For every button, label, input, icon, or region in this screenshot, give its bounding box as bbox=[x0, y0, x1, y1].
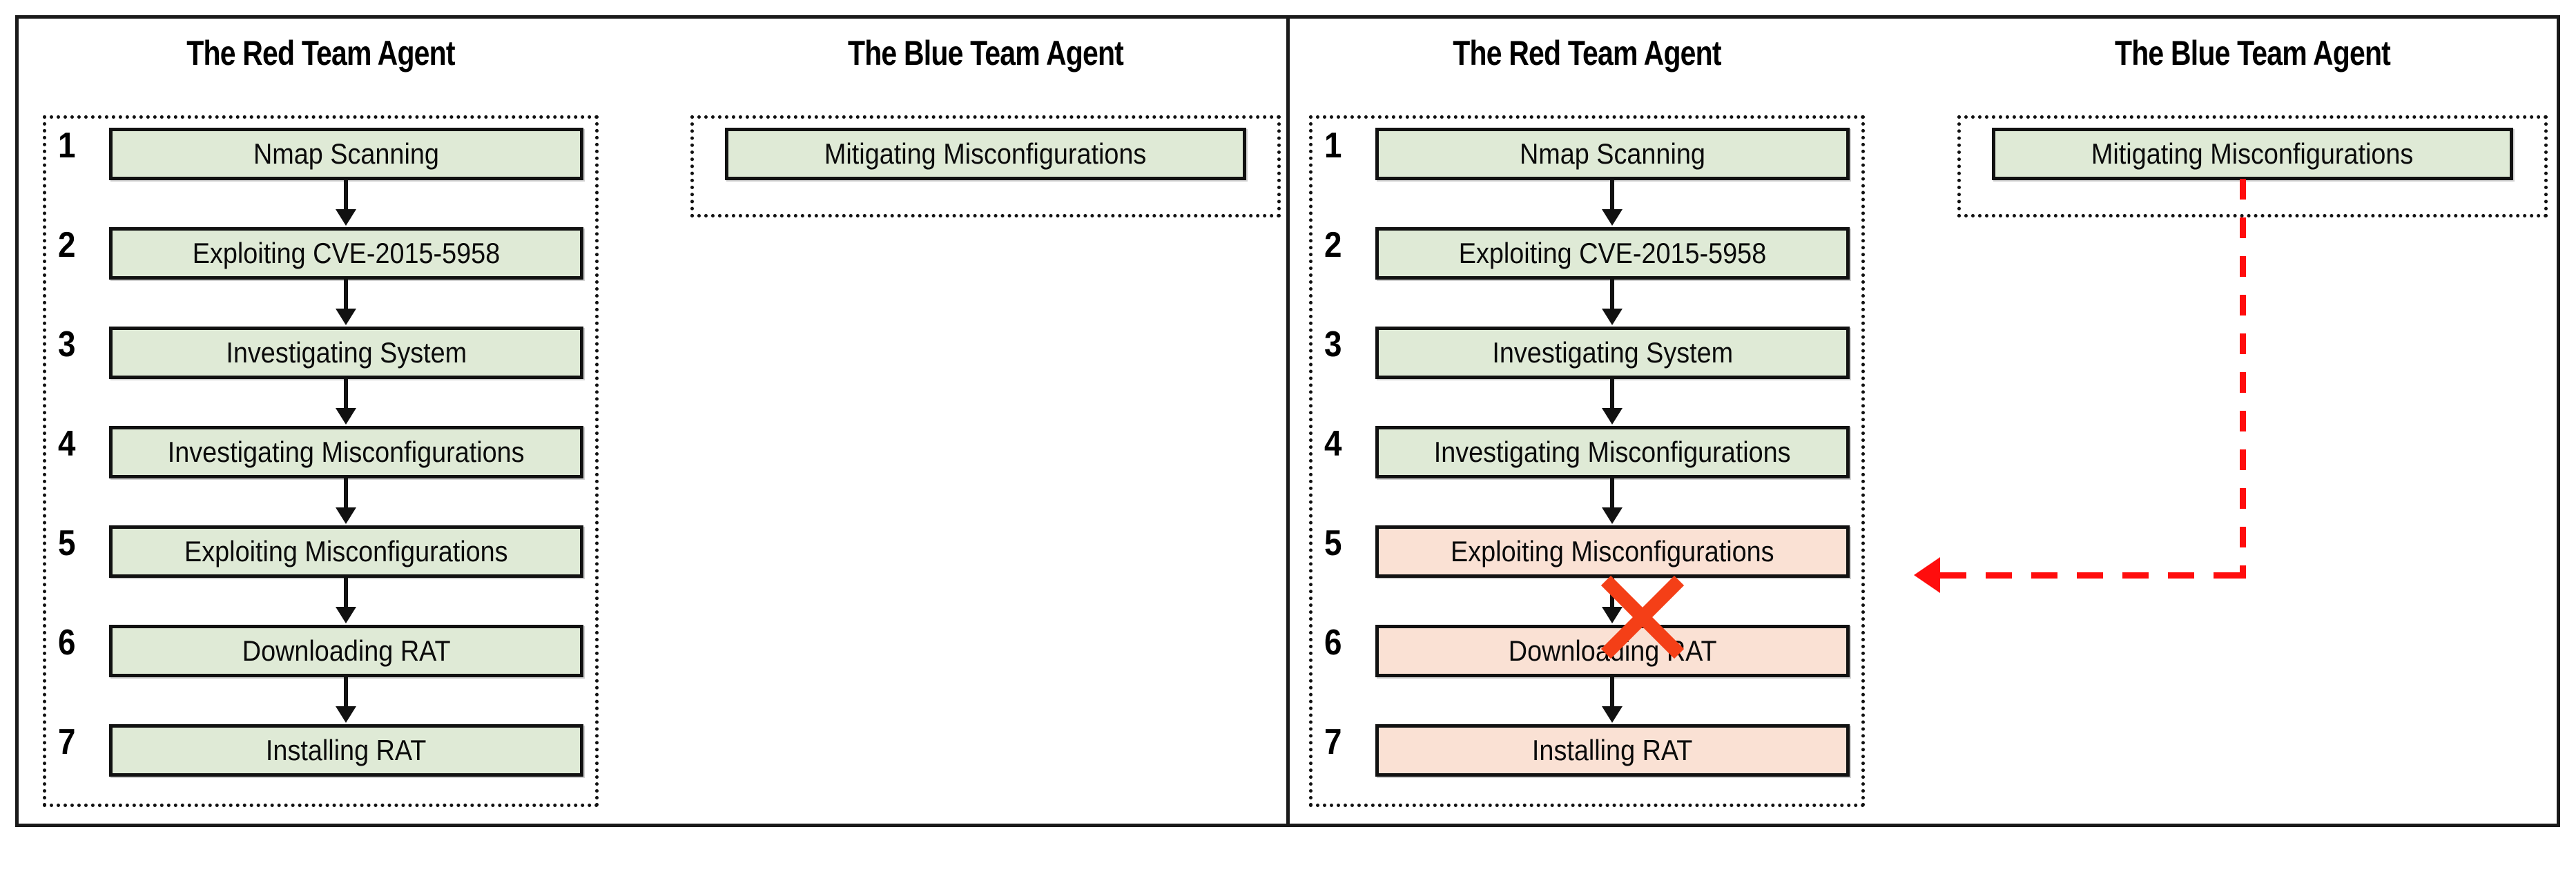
left-red-step-node-1[interactable]: Nmap Scanning bbox=[109, 128, 583, 180]
right-step-number-2: 2 bbox=[1324, 225, 1342, 265]
mitigation-path-vertical bbox=[2240, 179, 2246, 576]
right-red-step-node-7[interactable]: Installing RAT bbox=[1375, 724, 1850, 777]
right-step-number-1: 1 bbox=[1324, 126, 1342, 166]
right-flow-arrowhead-1-2 bbox=[1602, 209, 1623, 226]
left-flow-arrow-5-6 bbox=[344, 578, 348, 610]
left-red-step-node-6[interactable]: Downloading RAT bbox=[109, 625, 583, 677]
left-step-number-2: 2 bbox=[58, 225, 76, 265]
right-step-number-5: 5 bbox=[1324, 523, 1342, 563]
left-red-step-label-1: Nmap Scanning bbox=[253, 137, 439, 170]
left-step-number-4: 4 bbox=[58, 424, 76, 464]
right-flow-arrow-4-5 bbox=[1610, 478, 1614, 510]
right-flow-arrowhead-2-3 bbox=[1602, 309, 1623, 325]
mitigation-path-horizontal bbox=[1940, 572, 2244, 579]
left-red-step-node-7[interactable]: Installing RAT bbox=[109, 724, 583, 777]
left-blue-team-container bbox=[690, 115, 1281, 217]
left-red-team-container bbox=[43, 115, 599, 807]
right-red-step-label-3: Investigating System bbox=[1492, 336, 1733, 369]
left-flow-arrow-2-3 bbox=[344, 280, 348, 311]
right-red-step-node-5[interactable]: Exploiting Misconfigurations bbox=[1375, 525, 1850, 578]
left-flow-arrow-1-2 bbox=[344, 180, 348, 212]
left-step-number-6: 6 bbox=[58, 623, 76, 663]
right-step-number-7: 7 bbox=[1324, 722, 1342, 762]
right-step-number-6: 6 bbox=[1324, 623, 1342, 663]
right-flow-arrow-1-2 bbox=[1610, 180, 1614, 212]
left-red-team-title: The Red Team Agent bbox=[186, 34, 455, 72]
left-blue-step-label-1: Mitigating Misconfigurations bbox=[824, 137, 1147, 170]
right-blue-step-label-1: Mitigating Misconfigurations bbox=[2091, 137, 2414, 170]
right-step-number-4: 4 bbox=[1324, 424, 1342, 464]
right-red-step-label-7: Installing RAT bbox=[1532, 734, 1693, 766]
panel-divider bbox=[1286, 15, 1290, 827]
left-red-step-label-3: Investigating System bbox=[226, 336, 467, 369]
left-red-step-node-5[interactable]: Exploiting Misconfigurations bbox=[109, 525, 583, 578]
left-step-number-7: 7 bbox=[58, 722, 76, 762]
blocked-transition-x-icon bbox=[1600, 574, 1686, 661]
right-red-step-label-5: Exploiting Misconfigurations bbox=[1451, 535, 1774, 567]
left-red-step-label-6: Downloading RAT bbox=[242, 634, 451, 667]
left-step-number-5: 5 bbox=[58, 523, 76, 563]
left-red-step-label-7: Installing RAT bbox=[266, 734, 427, 766]
left-red-step-node-3[interactable]: Investigating System bbox=[109, 327, 583, 379]
right-red-step-label-2: Exploiting CVE-2015-5958 bbox=[1458, 237, 1767, 269]
right-red-step-node-4[interactable]: Investigating Misconfigurations bbox=[1375, 426, 1850, 478]
right-flow-arrow-6-7 bbox=[1610, 677, 1614, 709]
left-step-number-1: 1 bbox=[58, 126, 76, 166]
right-flow-arrowhead-5-6 bbox=[1602, 607, 1623, 623]
left-red-step-label-4: Investigating Misconfigurations bbox=[168, 436, 525, 468]
mitigation-path-arrowhead bbox=[1914, 557, 1940, 593]
left-flow-arrow-3-4 bbox=[344, 379, 348, 411]
right-flow-arrowhead-6-7 bbox=[1602, 706, 1623, 723]
left-red-step-node-4[interactable]: Investigating Misconfigurations bbox=[109, 426, 583, 478]
right-red-step-node-1[interactable]: Nmap Scanning bbox=[1375, 128, 1850, 180]
left-red-step-node-2[interactable]: Exploiting CVE-2015-5958 bbox=[109, 227, 583, 280]
left-blue-team-title: The Blue Team Agent bbox=[847, 34, 1124, 72]
right-blue-step-node-1[interactable]: Mitigating Misconfigurations bbox=[1992, 128, 2513, 180]
right-flow-arrowhead-4-5 bbox=[1602, 507, 1623, 524]
left-flow-arrow-4-5 bbox=[344, 478, 348, 510]
right-red-team-container bbox=[1309, 115, 1865, 807]
left-flow-arrowhead-2-3 bbox=[336, 309, 356, 325]
right-blue-team-container bbox=[1957, 115, 2548, 217]
right-red-step-label-1: Nmap Scanning bbox=[1520, 137, 1705, 170]
left-flow-arrowhead-1-2 bbox=[336, 209, 356, 226]
right-red-step-node-3[interactable]: Investigating System bbox=[1375, 327, 1850, 379]
right-flow-arrow-2-3 bbox=[1610, 280, 1614, 311]
left-flow-arrowhead-3-4 bbox=[336, 408, 356, 425]
left-step-number-3: 3 bbox=[58, 324, 76, 365]
left-blue-step-node-1[interactable]: Mitigating Misconfigurations bbox=[725, 128, 1246, 180]
left-flow-arrowhead-6-7 bbox=[336, 706, 356, 723]
left-flow-arrowhead-5-6 bbox=[336, 607, 356, 623]
right-red-step-node-2[interactable]: Exploiting CVE-2015-5958 bbox=[1375, 227, 1850, 280]
left-flow-arrow-6-7 bbox=[344, 677, 348, 709]
right-flow-arrowhead-3-4 bbox=[1602, 408, 1623, 425]
right-red-step-label-4: Investigating Misconfigurations bbox=[1434, 436, 1791, 468]
left-flow-arrowhead-4-5 bbox=[336, 507, 356, 524]
right-red-team-title: The Red Team Agent bbox=[1453, 34, 1721, 72]
left-red-step-label-2: Exploiting CVE-2015-5958 bbox=[192, 237, 501, 269]
right-flow-arrow-3-4 bbox=[1610, 379, 1614, 411]
right-blue-team-title: The Blue Team Agent bbox=[2114, 34, 2391, 72]
right-step-number-3: 3 bbox=[1324, 324, 1342, 365]
left-red-step-label-5: Exploiting Misconfigurations bbox=[184, 535, 508, 567]
